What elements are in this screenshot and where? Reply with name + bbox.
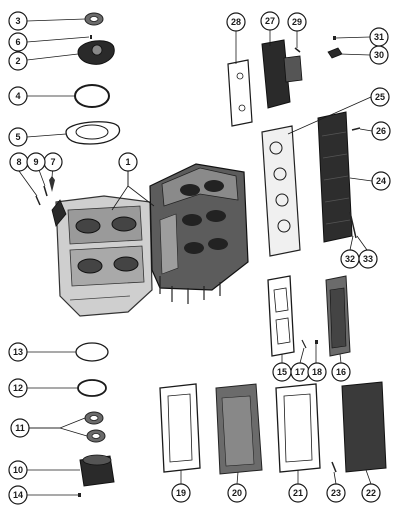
callout-21: 21 [288, 483, 308, 503]
callout-4-label: 4 [15, 91, 20, 101]
part-2-end-cap [77, 40, 115, 65]
part-10-bearing-housing [79, 454, 115, 487]
part-21-gasket [275, 383, 321, 473]
callout-7-label: 7 [50, 157, 55, 167]
callout-11: 11 [10, 418, 30, 438]
part-27-cover [261, 39, 303, 109]
callout-21-label: 21 [293, 488, 303, 498]
callout-23: 23 [326, 483, 346, 503]
part-22-plate [341, 381, 387, 473]
callout-5-label: 5 [15, 132, 20, 142]
callout-8-label: 8 [16, 157, 21, 167]
callout-20-label: 20 [232, 488, 242, 498]
part-3-seal [84, 12, 104, 26]
callout-12: 12 [8, 378, 28, 398]
part-23-screw [331, 461, 337, 473]
callout-4: 4 [8, 86, 28, 106]
callout-32-label: 32 [345, 254, 355, 264]
callout-1: 1 [118, 152, 138, 172]
part-11-seals [84, 411, 106, 443]
callout-24: 24 [371, 171, 391, 191]
callout-24-label: 24 [376, 176, 386, 186]
callout-3-label: 3 [15, 16, 20, 26]
callout-3: 3 [8, 11, 28, 31]
part-6-pin [90, 35, 92, 39]
part-30-31-fittings [327, 36, 343, 59]
callout-5: 5 [8, 127, 28, 147]
callout-2: 2 [8, 51, 28, 71]
callout-28: 28 [226, 12, 246, 32]
part-32-33-studs [349, 211, 357, 239]
callout-25-label: 25 [375, 92, 385, 102]
callout-26: 26 [371, 121, 391, 141]
callout-25: 25 [370, 87, 390, 107]
callout-15-label: 15 [277, 367, 287, 377]
leader-lines [18, 18, 373, 496]
part-5-gasket [65, 121, 121, 145]
callout-13: 13 [8, 342, 28, 362]
callout-33: 33 [358, 249, 378, 269]
part-15-plate [267, 275, 295, 357]
callout-7: 7 [43, 152, 63, 172]
callout-12-label: 12 [13, 383, 23, 393]
part-17-18-screws [301, 339, 318, 349]
callout-17: 17 [290, 362, 310, 382]
part-25-head-gasket [261, 125, 301, 257]
callout-8: 8 [9, 152, 29, 172]
callout-30: 30 [369, 45, 389, 65]
part-14-pin [78, 493, 81, 497]
callout-22: 22 [361, 483, 381, 503]
callout-31-label: 31 [374, 32, 384, 42]
part-16-reed-block [325, 275, 351, 357]
part-28-gasket [227, 59, 253, 127]
part-4-o-ring [74, 84, 110, 108]
callout-27: 27 [260, 11, 280, 31]
callout-6: 6 [8, 32, 28, 52]
crankcase-cover-drawing [51, 195, 153, 317]
callout-29-label: 29 [292, 17, 302, 27]
cylinder-block-drawing [149, 163, 249, 304]
callout-13-label: 13 [13, 347, 23, 357]
callout-10-label: 10 [13, 465, 23, 475]
callout-11-label: 11 [15, 423, 25, 433]
callout-33-label: 33 [363, 254, 373, 264]
part-26-screw [351, 127, 361, 131]
callout-1-label: 1 [125, 157, 130, 167]
callout-19-label: 19 [176, 488, 186, 498]
callout-19: 19 [171, 483, 191, 503]
callout-27-label: 27 [265, 16, 275, 26]
callout-31: 31 [369, 27, 389, 47]
callout-16-label: 16 [336, 367, 346, 377]
part-12-o-ring [77, 379, 107, 397]
callout-9-label: 9 [33, 157, 38, 167]
callout-26-label: 26 [376, 126, 386, 136]
part-8-9-7-screws [35, 176, 55, 206]
callout-9: 9 [26, 152, 46, 172]
callout-17-label: 17 [295, 367, 305, 377]
callout-29: 29 [287, 12, 307, 32]
callout-14: 14 [8, 485, 28, 505]
callout-18: 18 [307, 362, 327, 382]
callout-22-label: 22 [366, 488, 376, 498]
callout-16: 16 [331, 362, 351, 382]
part-19-gasket [159, 383, 201, 473]
callout-32: 32 [340, 249, 360, 269]
callout-23-label: 23 [331, 488, 341, 498]
callout-28-label: 28 [231, 17, 241, 27]
callout-6-label: 6 [15, 37, 20, 47]
callout-18-label: 18 [312, 367, 322, 377]
callout-30-label: 30 [374, 50, 384, 60]
part-29-screw [294, 47, 301, 53]
callout-15: 15 [272, 362, 292, 382]
part-24-cylinder-head [317, 111, 353, 243]
part-20-cover [215, 383, 263, 475]
callout-2-label: 2 [15, 56, 20, 66]
callout-14-label: 14 [13, 490, 23, 500]
part-13-gasket [75, 342, 109, 362]
callout-10: 10 [8, 460, 28, 480]
callout-20: 20 [227, 483, 247, 503]
